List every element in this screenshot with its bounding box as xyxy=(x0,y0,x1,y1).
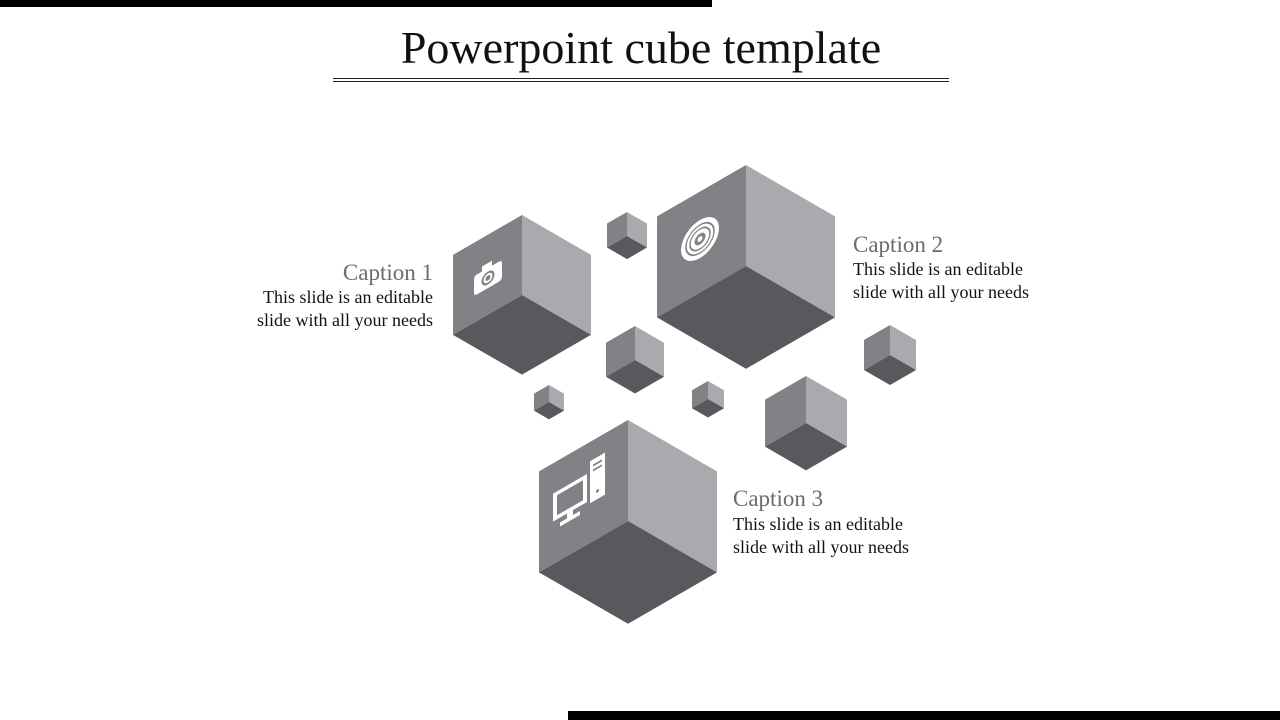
caption-1-line-2: slide with all your needs xyxy=(257,310,433,330)
cube-2-caption-2-right-face xyxy=(746,165,835,318)
cube-1-caption-1-bottom-face xyxy=(453,295,591,375)
top-accent-bar xyxy=(0,0,712,7)
cube-2-caption-2 xyxy=(657,165,835,369)
caption-1-title: Caption 1 xyxy=(342,260,433,285)
caption-2-line-1: This slide is an editable xyxy=(853,259,1023,279)
small-cube-d-right-face xyxy=(806,376,847,447)
caption-3-title: Caption 3 xyxy=(733,486,824,511)
caption-2-line-2: slide with all your needs xyxy=(853,282,1029,302)
small-cube-f xyxy=(692,381,724,418)
small-cube-c xyxy=(864,325,916,386)
small-cube-e-right-face xyxy=(549,385,564,411)
small-cube-d-bottom-face xyxy=(765,423,847,471)
small-cube-c-left-face xyxy=(864,325,890,371)
small-cube-e xyxy=(534,385,564,420)
small-cube-f-right-face xyxy=(708,381,724,409)
small-cube-a-left-face xyxy=(607,212,627,248)
cube-1-caption-1 xyxy=(453,215,591,375)
small-cube-a xyxy=(607,212,647,260)
small-cube-b-left-face xyxy=(606,326,635,377)
small-cube-c-bottom-face xyxy=(864,355,916,386)
title-underline-top xyxy=(333,78,949,79)
small-cube-d-left-face xyxy=(765,376,806,447)
small-cube-b-right-face xyxy=(635,326,664,377)
cube-group xyxy=(453,165,916,624)
small-cube-c-right-face xyxy=(890,325,916,371)
caption-3-line-2: slide with all your needs xyxy=(733,537,909,557)
small-cube-f-bottom-face xyxy=(692,399,724,418)
small-cube-e-bottom-face xyxy=(534,402,564,420)
bottom-accent-bar xyxy=(568,711,1280,720)
caption-1-line-1: This slide is an editable xyxy=(263,287,433,307)
title-underline-bottom xyxy=(333,81,949,82)
cube-3-caption-3-bottom-face xyxy=(539,521,717,624)
small-cube-b xyxy=(606,326,664,394)
small-cube-a-right-face xyxy=(627,212,647,248)
cube-2-caption-2-bottom-face xyxy=(657,266,835,369)
small-cube-a-bottom-face xyxy=(607,236,647,260)
small-cube-e-left-face xyxy=(534,385,549,411)
caption-2-title: Caption 2 xyxy=(853,232,944,257)
small-cube-b-bottom-face xyxy=(606,360,664,394)
cube-3-caption-3-right-face xyxy=(628,420,717,573)
slide-title: Powerpoint cube template xyxy=(400,22,882,73)
disc-icon xyxy=(681,217,719,261)
caption-3-line-1: This slide is an editable xyxy=(733,514,903,534)
cube-1-caption-1-right-face xyxy=(522,215,591,335)
camera-icon xyxy=(474,260,502,295)
small-cube-f-left-face xyxy=(692,381,708,409)
small-cube-d xyxy=(765,376,847,471)
computer-icon xyxy=(553,452,605,527)
